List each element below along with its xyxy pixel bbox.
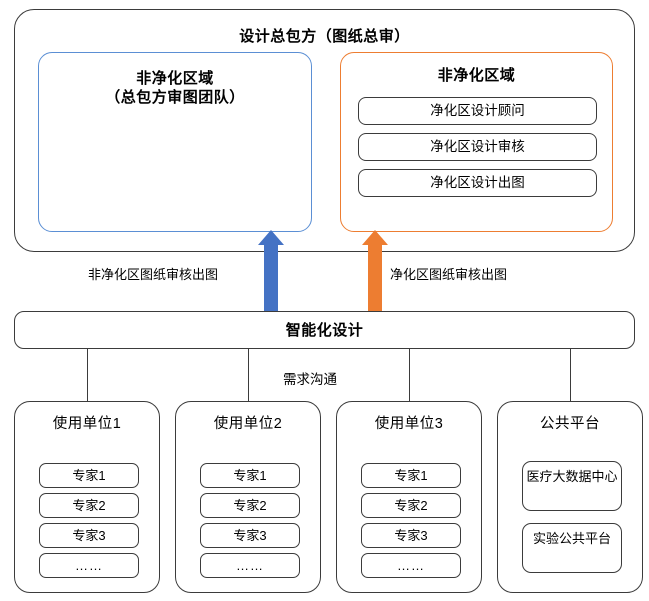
lab-public-platform-item[interactable]: 实验公共平台 — [522, 523, 622, 573]
expert-item[interactable]: 专家1 — [200, 463, 300, 488]
clean-zone-box: 非净化区域 净化区设计顾问 净化区设计审核 净化区设计出图 — [340, 52, 613, 232]
expert-item-more[interactable]: …… — [39, 553, 139, 578]
expert-item[interactable]: 专家2 — [200, 493, 300, 518]
arrow-shaft — [368, 244, 382, 312]
design-contractor-title: 设计总包方（图纸总审） — [239, 28, 410, 45]
user-unit-3-title: 使用单位3 — [374, 416, 444, 432]
non-clean-flow-label: 非净化区图纸审核出图 — [88, 267, 219, 282]
public-platform-column: 公共平台 医疗大数据中心 实验公共平台 — [497, 401, 643, 593]
expert-item[interactable]: 专家1 — [39, 463, 139, 488]
expert-item-more[interactable]: …… — [200, 553, 300, 578]
user-unit-1-title: 使用单位1 — [52, 416, 122, 432]
arrow-shaft — [264, 244, 278, 312]
expert-item[interactable]: 专家3 — [200, 523, 300, 548]
expert-item[interactable]: 专家2 — [39, 493, 139, 518]
user-unit-2-column: 使用单位2 专家1 专家2 专家3 …… — [175, 401, 321, 593]
expert-item[interactable]: 专家3 — [361, 523, 461, 548]
connector-line-2 — [248, 349, 250, 401]
non-clean-zone-title-line1: 非净化区域 — [136, 70, 214, 87]
connector-line-3 — [409, 349, 411, 401]
user-unit-3-column: 使用单位3 专家1 专家2 专家3 …… — [336, 401, 482, 593]
expert-item[interactable]: 专家1 — [361, 463, 461, 488]
expert-item[interactable]: 专家2 — [361, 493, 461, 518]
medical-big-data-center-item[interactable]: 医疗大数据中心 — [522, 461, 622, 511]
public-platform-title: 公共平台 — [540, 416, 600, 432]
user-unit-2-title: 使用单位2 — [213, 416, 283, 432]
expert-item-more[interactable]: …… — [361, 553, 461, 578]
non-clean-zone-title: 非净化区域 （总包方审图团队） — [39, 70, 311, 108]
expert-item[interactable]: 专家3 — [39, 523, 139, 548]
clean-zone-title: 非净化区域 — [437, 67, 516, 84]
intelligent-design-label: 智能化设计 — [285, 322, 364, 339]
intelligent-design-banner: 智能化设计 — [14, 311, 635, 349]
user-unit-1-column: 使用单位1 专家1 专家2 专家3 …… — [14, 401, 160, 593]
non-clean-zone-title-line2: （总包方审图团队） — [105, 88, 245, 106]
arrow-head-icon — [258, 230, 284, 245]
clean-zone-item-consultant[interactable]: 净化区设计顾问 — [358, 97, 597, 125]
clean-zone-item-review[interactable]: 净化区设计审核 — [358, 133, 597, 161]
clean-flow-arrow-icon — [362, 230, 388, 312]
connector-line-1 — [87, 349, 89, 401]
non-clean-zone-box: 非净化区域 （总包方审图团队） — [38, 52, 312, 232]
clean-flow-label: 净化区图纸审核出图 — [390, 267, 508, 282]
arrow-head-icon — [362, 230, 388, 245]
non-clean-flow-arrow-icon — [258, 230, 284, 312]
clean-zone-item-drawing[interactable]: 净化区设计出图 — [358, 169, 597, 197]
connector-line-4 — [570, 349, 572, 401]
requirement-communication-label: 需求沟通 — [283, 372, 337, 387]
